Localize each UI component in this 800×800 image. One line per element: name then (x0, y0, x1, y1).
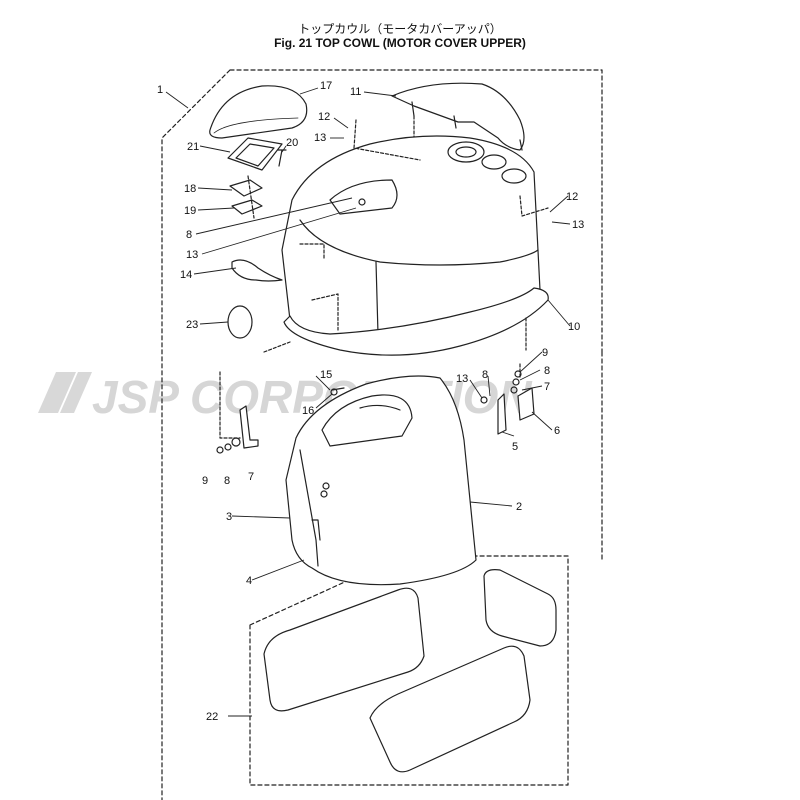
part-16-washer (330, 388, 338, 396)
callout-23: 23 (186, 319, 198, 331)
callout-5: 5 (512, 441, 518, 453)
part-23-cap (227, 305, 253, 339)
callout-21: 21 (187, 141, 199, 153)
callout-12a: 12 (318, 111, 330, 123)
part-20-screw (277, 149, 287, 167)
part-22-decal-right (369, 645, 531, 773)
part-11-handle (391, 82, 525, 151)
callout-10: 10 (568, 321, 580, 333)
part-5-bracket (497, 393, 507, 435)
callout-3: 3 (226, 511, 232, 523)
part-19-bracket (231, 199, 263, 215)
part-left-latch-bracket (239, 405, 259, 449)
callout-4: 4 (246, 575, 252, 587)
callout-8c: 8 (544, 365, 550, 377)
decal-group-outline (249, 555, 569, 786)
part-18-bracket (229, 179, 263, 197)
part-22-decal-upper (483, 569, 557, 647)
callout-6: 6 (554, 425, 560, 437)
part-10-gasket (283, 287, 549, 356)
callout-14: 14 (180, 269, 192, 281)
callout-1: 1 (157, 84, 163, 96)
callout-19: 19 (184, 205, 196, 217)
callout-8b: 8 (482, 369, 488, 381)
callout-7b: 7 (248, 471, 254, 483)
leader-lines (165, 87, 571, 717)
callout-18: 18 (184, 183, 196, 195)
part-17-pad (209, 85, 308, 139)
callout-17: 17 (320, 80, 332, 92)
part-22-decal-left (263, 587, 425, 712)
assembly-outline (161, 69, 603, 800)
callout-22: 22 (206, 711, 218, 723)
callout-7a: 7 (544, 381, 550, 393)
callout-9b: 9 (202, 475, 208, 487)
figure-title-japanese: トップカウル（モータカバーアッパ） (298, 22, 502, 36)
callout-8d: 8 (224, 475, 230, 487)
callout-20: 20 (286, 137, 298, 149)
callout-15: 15 (320, 369, 332, 381)
callout-13a: 13 (314, 132, 326, 144)
callout-13b: 13 (186, 249, 198, 261)
part-14-latch (231, 259, 283, 282)
callout-2: 2 (516, 501, 522, 513)
part-21-frame (227, 137, 283, 171)
callout-9a: 9 (542, 347, 548, 359)
callout-13d: 13 (456, 373, 468, 385)
callout-13c: 13 (572, 219, 584, 231)
figure-title: Fig. 21 TOP COWL (MOTOR COVER UPPER) (274, 36, 526, 50)
callout-8a: 8 (186, 229, 192, 241)
part-15-screw (331, 387, 345, 391)
callout-11: 11 (350, 86, 361, 98)
callout-12b: 12 (566, 191, 578, 203)
callout-16: 16 (302, 405, 314, 417)
